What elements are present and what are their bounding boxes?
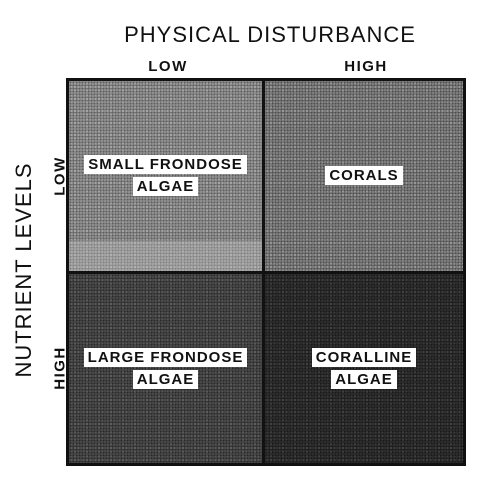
cell-label-line: CORALS — [325, 166, 403, 186]
cell-label-line: SMALL FRONDOSE — [84, 155, 247, 175]
cell-label-line: LARGE FRONDOSE — [83, 347, 248, 367]
cell-label-line: ALGAE — [132, 369, 199, 389]
quadrant-high-nutrient-low-disturbance: LARGE FRONDOSE ALGAE — [69, 274, 265, 463]
cell-label-line: ALGAE — [132, 177, 199, 196]
large-frondose-algae-label: LARGE FRONDOSE ALGAE — [83, 347, 248, 391]
quadrant-grid: SMALL FRONDOSE ALGAE CORALS LARGE FRONDO… — [66, 78, 466, 466]
cell-label-line: CORALLINE — [311, 347, 417, 367]
disturbance-high-label: HIGH — [344, 58, 388, 75]
quadrant-low-nutrient-low-disturbance: SMALL FRONDOSE ALGAE — [69, 81, 265, 274]
small-frondose-algae-label: SMALL FRONDOSE ALGAE — [84, 154, 247, 198]
nutrient-levels-title: NUTRIENT LEVELS — [11, 162, 36, 378]
physical-disturbance-title: PHYSICAL DISTURBANCE — [124, 22, 416, 47]
coralline-algae-label: CORALLINE ALGAE — [311, 347, 417, 391]
quadrant-low-nutrient-high-disturbance: CORALS — [265, 81, 463, 274]
quadrant-high-nutrient-high-disturbance: CORALLINE ALGAE — [265, 274, 463, 463]
cell-label-line: ALGAE — [331, 369, 397, 389]
disturbance-low-label: LOW — [148, 58, 188, 75]
corals-label: CORALS — [325, 165, 403, 187]
